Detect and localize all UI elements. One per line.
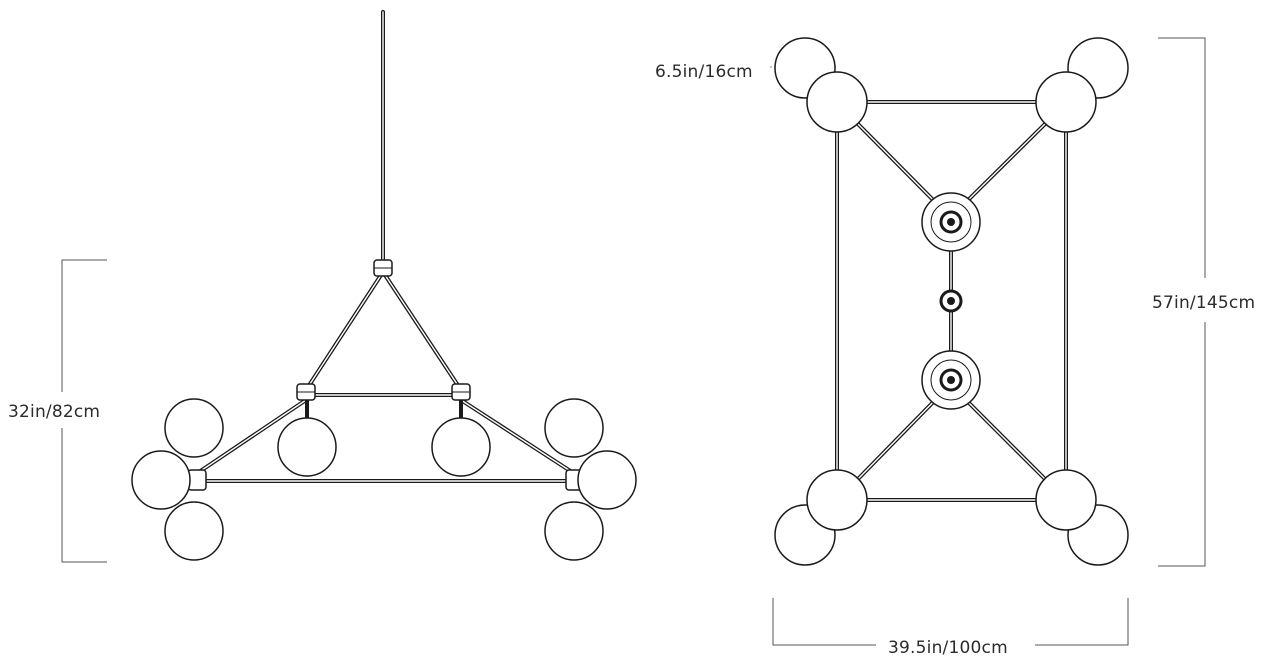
- width-bracket: [772, 598, 1129, 646]
- length-bracket: [1158, 37, 1206, 567]
- joint-connectors: [187, 259, 585, 491]
- height-bracket: [61, 259, 107, 563]
- width-label: 39.5in/100cm: [888, 638, 1008, 658]
- top-view-chandelier: 6.5in/16cm 57in/145cm 39.5in/100cm: [655, 37, 1255, 658]
- globe-diameter-label: 6.5in/16cm: [655, 62, 753, 82]
- top-globes: [774, 37, 1129, 566]
- height-label: 32in/82cm: [8, 402, 100, 422]
- hub-fittings: [921, 192, 981, 410]
- length-label: 57in/145cm: [1152, 293, 1255, 313]
- side-globes: [131, 398, 637, 561]
- frame-rods: [194, 270, 577, 483]
- side-view-chandelier: 32in/82cm: [8, 10, 637, 563]
- top-frame-rods: [835, 100, 1068, 502]
